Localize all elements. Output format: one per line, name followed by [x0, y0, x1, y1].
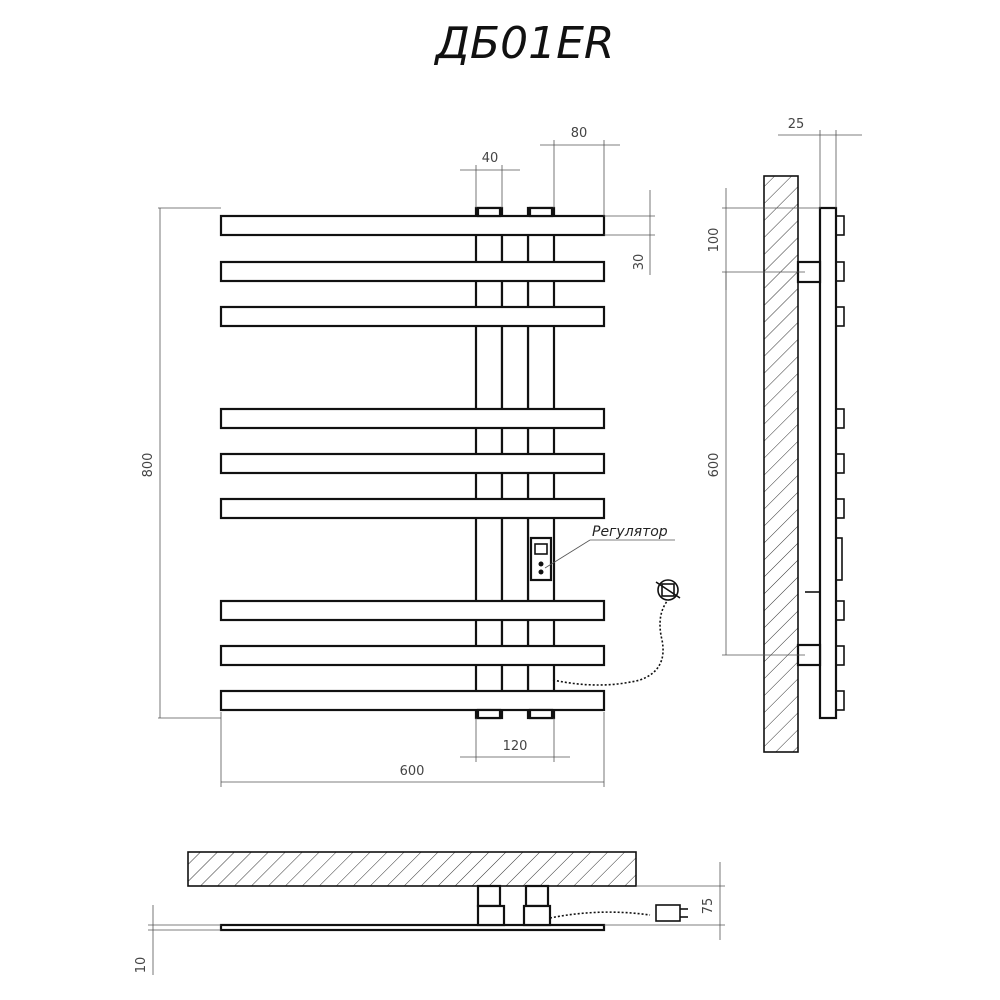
bar-7 [219, 599, 606, 622]
bar-ends-side [835, 215, 845, 711]
regulator-body [529, 536, 553, 582]
dim-collector-spacing: 120 [503, 739, 528, 754]
plug-icon [655, 904, 688, 922]
dim-bar-height: 30 [632, 254, 647, 271]
wall-section [763, 175, 799, 753]
bar-8 [219, 644, 606, 667]
drawing-title: ДБ01ER [434, 18, 615, 69]
bottom-view: 75 10 [134, 851, 725, 975]
cap-bottom-right [528, 708, 554, 720]
cap-top-right [528, 206, 554, 218]
regulator-side [835, 537, 843, 581]
radiator-side [818, 206, 838, 720]
dim-panel-thickness: 10 [134, 957, 149, 974]
horizontal-bars [219, 214, 606, 712]
regulator-label: Регулятор [592, 524, 668, 540]
dim-mount-spacing: 600 [707, 453, 722, 478]
dim-wall-distance: 75 [701, 898, 716, 915]
bar-6 [219, 497, 606, 520]
regulator-unit: Регулятор [529, 524, 675, 582]
dim-offset: 80 [571, 126, 588, 141]
regulator-button-icon [538, 561, 544, 567]
dim-pipe-width: 40 [482, 151, 499, 166]
bar-9 [219, 689, 606, 712]
wall-section-bottom [187, 851, 637, 887]
regulator-leader [544, 539, 591, 569]
regulator-display [534, 543, 548, 555]
front-view: Регулятор 800 600 120 40 80 [141, 126, 681, 787]
dim-top-offset: 100 [707, 228, 722, 253]
regulator-button-icon [538, 569, 544, 575]
power-cable-bottom [549, 911, 651, 919]
bar-2 [219, 260, 606, 283]
dim-height: 800 [141, 453, 156, 478]
cap-top-left [476, 206, 502, 218]
bar-1 [219, 214, 606, 237]
side-view: 25 100 600 [707, 117, 862, 753]
collectors-bottom [476, 884, 552, 927]
dim-width: 600 [400, 764, 425, 779]
plug-icon [655, 579, 681, 601]
radiator-bottom [219, 923, 606, 932]
bar-5 [219, 452, 606, 475]
bar-4 [219, 407, 606, 430]
bar-3 [219, 305, 606, 328]
dim-depth: 25 [788, 117, 805, 132]
cap-bottom-left [476, 708, 502, 720]
